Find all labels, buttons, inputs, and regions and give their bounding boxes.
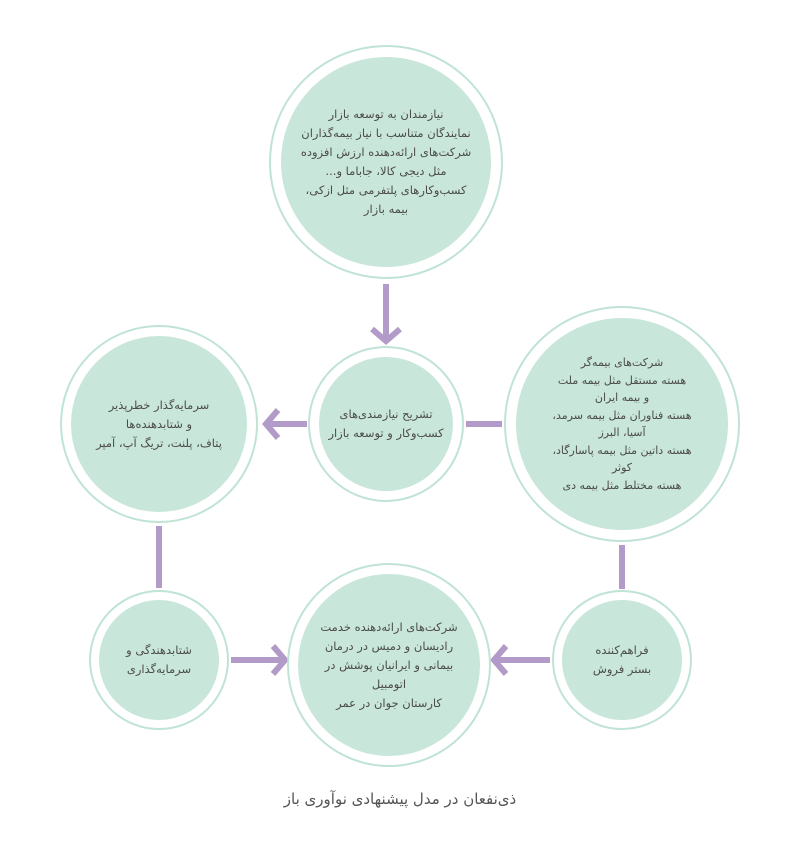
node-text-line: کسب‌وکار و توسعه بازار bbox=[328, 426, 444, 440]
node-text-line: کارستان جوان در عمر bbox=[336, 695, 442, 710]
node-right: شرکت‌های بیمه‌گر هسته مستقل مثل بیمه ملت و… bbox=[504, 306, 740, 542]
node-text-line: شرکت‌های ارائه‌دهنده ارزش افزوده bbox=[300, 145, 472, 159]
node-text-line: شرکت‌های ارائه‌دهنده خدمت bbox=[320, 619, 458, 634]
node-top: نیازمندان به توسعه بازار نمایندگان متناسب… bbox=[269, 45, 503, 279]
node-text-line: هسته مستقل مثل بیمه ملت bbox=[557, 373, 687, 387]
node-center-body: تشریح نیازمندی‌های کسب‌وکار و توسعه بازار bbox=[319, 357, 453, 491]
arrow-left-icon bbox=[262, 408, 281, 440]
node-text-line: بیمه بازار bbox=[363, 202, 409, 216]
node-text-line: رادیسان و دمیس در درمان bbox=[324, 638, 454, 653]
node-text-line: هسته مختلط مثل بیمه دی bbox=[562, 478, 682, 492]
node-text-line: پتاف، پلنت، تریگ آپ، آمپر bbox=[96, 435, 222, 450]
node-right-body: شرکت‌های بیمه‌گر هسته مستقل مثل بیمه ملت و… bbox=[516, 318, 728, 530]
arrow-left-icon bbox=[490, 644, 509, 676]
node-text-line: نیازمندان به توسعه بازار bbox=[328, 107, 444, 121]
node-text-line: هسته فناوران مثل بیمه سرمد، bbox=[552, 408, 692, 422]
arrow-down-icon bbox=[370, 326, 402, 345]
node-text-line: فراهم‌کننده bbox=[595, 643, 649, 657]
node-text-line: کوثر bbox=[611, 461, 633, 474]
node-bottom-left: شتابدهندگی و سرمایه‌گذاری bbox=[89, 590, 229, 730]
node-text-line: مثل دیجی کالا، جاباما و... bbox=[325, 164, 447, 178]
node-bottom-center-body: شرکت‌های ارائه‌دهنده خدمت رادیسان و دمیس … bbox=[298, 574, 480, 756]
node-text-line: نمایندگان متناسب با نیاز بیمه‌گذاران bbox=[301, 126, 471, 140]
node-text-line: سرمایه‌گذاری bbox=[126, 662, 192, 676]
node-bottom-left-body: شتابدهندگی و سرمایه‌گذاری bbox=[99, 600, 219, 720]
node-text-line: بیمانی و ایرانیان پوشش در bbox=[324, 657, 454, 672]
node-center: تشریح نیازمندی‌های کسب‌وکار و توسعه بازار bbox=[308, 346, 464, 502]
node-text-line: و شتابدهنده‌ها bbox=[125, 416, 193, 431]
node-text-line: شرکت‌های بیمه‌گر bbox=[580, 356, 664, 369]
node-text-line: شتابدهندگی و bbox=[126, 643, 192, 657]
node-text-line: کسب‌وکارهای پلتفرمی مثل ازکی، bbox=[305, 183, 467, 197]
node-left-body: سرمایه‌گذار خطرپذیر و شتابدهنده‌ها پتاف، پ… bbox=[71, 336, 247, 512]
node-text-line: سرمایه‌گذار خطرپذیر bbox=[108, 397, 210, 412]
node-left: سرمایه‌گذار خطرپذیر و شتابدهنده‌ها پتاف، پ… bbox=[60, 325, 258, 523]
node-bottom-center: شرکت‌های ارائه‌دهنده خدمت رادیسان و دمیس … bbox=[287, 563, 491, 767]
node-top-body: نیازمندان به توسعه بازار نمایندگان متناسب… bbox=[281, 57, 491, 267]
node-text-line: بستر فروش bbox=[592, 662, 652, 676]
node-text-line: هسته داتین مثل بیمه پاسارگاد، bbox=[552, 443, 692, 457]
node-text-line: اتومبیل bbox=[371, 676, 407, 691]
node-text-line: و بیمه ایران bbox=[594, 391, 650, 404]
node-bottom-right-body: فراهم‌کننده بستر فروش bbox=[562, 600, 682, 720]
diagram-caption: ذی‌نفعان در مدل پیشنهادی نوآوری باز bbox=[283, 790, 517, 808]
node-text-line: آسیا، البرز bbox=[598, 426, 646, 439]
node-text-line: تشریح نیازمندی‌های bbox=[339, 407, 433, 421]
arrow-right-icon bbox=[270, 644, 289, 676]
node-bottom-right: فراهم‌کننده بستر فروش bbox=[552, 590, 692, 730]
